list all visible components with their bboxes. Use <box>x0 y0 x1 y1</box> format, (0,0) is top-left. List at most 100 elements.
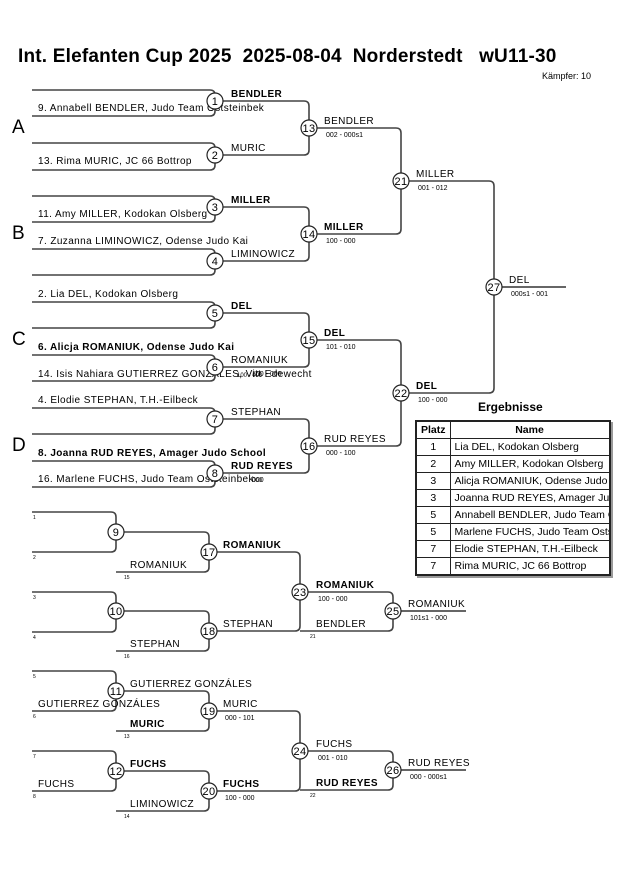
rep-entry-ref: 13 <box>124 734 130 740</box>
match-27-bracket <box>401 180 495 394</box>
rep-entry-name: MURIC <box>130 719 165 730</box>
match-19-circle <box>200 702 218 720</box>
entrant-1: 9. Annabell BENDLER, Judo Team Oststeinb… <box>38 103 265 114</box>
result-name: Joanna RUD REYES, Amager Judo School <box>449 489 611 507</box>
match-12-winner: FUCHS <box>130 759 166 770</box>
match-1-circle <box>206 92 224 110</box>
match-10-bracket <box>32 591 117 633</box>
match-10-circle <box>107 602 125 620</box>
match-16-score: 000 - 100 <box>326 450 356 457</box>
match-27-circle-number: 27 <box>487 282 500 294</box>
match-20-circle-number: 20 <box>202 786 215 798</box>
match-27-winner: DEL <box>509 275 530 286</box>
result-place: 1 <box>415 438 451 456</box>
match-6-circle <box>206 358 224 376</box>
match-22-bracket <box>309 339 402 447</box>
rep-slot-7: 7 <box>33 754 36 760</box>
rep-entry-ref: 14 <box>124 814 130 820</box>
rep-slot-3: 3 <box>33 595 36 601</box>
result-place: 3 <box>415 489 451 507</box>
rep-entry-ref: 15 <box>124 575 130 581</box>
match-11-circle-number: 11 <box>110 686 122 698</box>
match-11-winner: GUTIERREZ GONZÁLES <box>130 677 252 690</box>
match-2-winner: MURIC <box>231 143 266 154</box>
result-place: 3 <box>415 472 451 490</box>
match-22-score: 100 - 000 <box>418 397 448 404</box>
match-27-circle <box>485 278 503 296</box>
col-place: Platz <box>415 420 451 439</box>
match-5-circle-number: 5 <box>212 308 219 320</box>
match-23-winner: ROMANIUK <box>316 580 375 591</box>
match-25-circle-number: 25 <box>386 606 399 618</box>
match-23-circle <box>291 583 309 601</box>
match-22-winner: DEL <box>416 381 437 392</box>
match-20-score: 100 - 000 <box>225 795 255 802</box>
match-14-circle-number: 14 <box>302 229 315 241</box>
match-7-bracket <box>32 407 216 435</box>
fighter-count: Kämpfer: 10 <box>542 71 592 81</box>
result-name: Rima MURIC, JC 66 Bottrop <box>449 557 611 576</box>
match-20-winner: FUCHS <box>223 779 259 790</box>
rep-entry-ref: 21 <box>310 634 316 640</box>
match-7-circle <box>206 410 224 428</box>
match-5-bracket <box>32 301 216 329</box>
match-15-winner: DEL <box>324 328 345 339</box>
result-place: 2 <box>415 455 451 473</box>
match-14-winner: MILLER <box>324 222 364 233</box>
match-6-score: 100 - 000 <box>237 373 263 379</box>
result-place: 7 <box>415 540 451 558</box>
match-13-circle <box>300 119 318 137</box>
match-4-circle-number: 4 <box>212 256 219 268</box>
entrant-7: 14. Isis Nahiara GUTIERREZ GONZÁLES, Vit… <box>38 367 312 380</box>
match-17-winner: ROMANIUK <box>223 540 282 551</box>
result-place: 5 <box>415 523 451 541</box>
entrant-3: 11. Amy MILLER, Kodokan Olsberg <box>38 209 208 220</box>
rep-entry-name: LIMINOWICZ <box>130 799 194 810</box>
entrant-4: 7. Zuzanna LIMINOWICZ, Odense Judo Kai <box>38 236 248 247</box>
result-name: Annabell BENDLER, Judo Team Oststeinbek <box>449 506 611 524</box>
rep-entry-name: FUCHS <box>38 779 74 790</box>
match-8-score: 000 <box>252 477 264 484</box>
match-3-circle <box>206 198 224 216</box>
results-title: Ergebnisse <box>478 400 543 414</box>
result-name: Amy MILLER, Kodokan Olsberg <box>449 455 611 473</box>
match-12-circle-number: 12 <box>109 766 122 778</box>
result-name: Alicja ROMANIUK, Odense Judo Kai <box>449 472 611 490</box>
match-17-circle-number: 17 <box>202 547 215 559</box>
pool-label-a: A <box>12 117 25 138</box>
match-9-bracket <box>32 511 117 553</box>
rep-slot-5: 5 <box>33 674 36 680</box>
pool-label-b: B <box>12 223 25 244</box>
rep-slot-4: 4 <box>33 635 36 641</box>
entrant-2: 13. Rima MURIC, JC 66 Bottrop <box>38 156 192 167</box>
match-24-circle <box>291 742 309 760</box>
match-13-score: 002 - 000s1 <box>326 132 363 139</box>
match-24-circle-number: 24 <box>293 746 306 758</box>
match-8-circle <box>206 464 224 482</box>
match-18-circle <box>200 622 218 640</box>
match-8-score: 000 <box>252 478 263 484</box>
rep-entry-ref: 16 <box>124 654 130 660</box>
match-4-circle <box>206 252 224 270</box>
match-9-circle <box>107 523 125 541</box>
entrant-5: 2. Lia DEL, Kodokan Olsberg <box>38 289 178 300</box>
match-6-score: 100 - 000 <box>252 371 282 378</box>
rep-slot-1: 1 <box>33 515 36 521</box>
match-16-winner: RUD REYES <box>324 434 386 445</box>
match-12-circle <box>107 762 125 780</box>
rep-slot-2: 2 <box>33 555 36 561</box>
entrant-10: 16. Marlene FUCHS, Judo Team Oststeinbek <box>38 474 255 485</box>
rep-entry-name: BENDLER <box>316 619 366 630</box>
match-21-circle <box>392 172 410 190</box>
match-9-circle-number: 9 <box>113 527 120 539</box>
rep-entry-name: GUTIERREZ GONZÁLES <box>38 697 160 710</box>
match-10-circle-number: 10 <box>109 606 122 618</box>
rep-entry-name: STEPHAN <box>130 639 180 650</box>
match-24-score: 001 - 010 <box>318 755 348 762</box>
